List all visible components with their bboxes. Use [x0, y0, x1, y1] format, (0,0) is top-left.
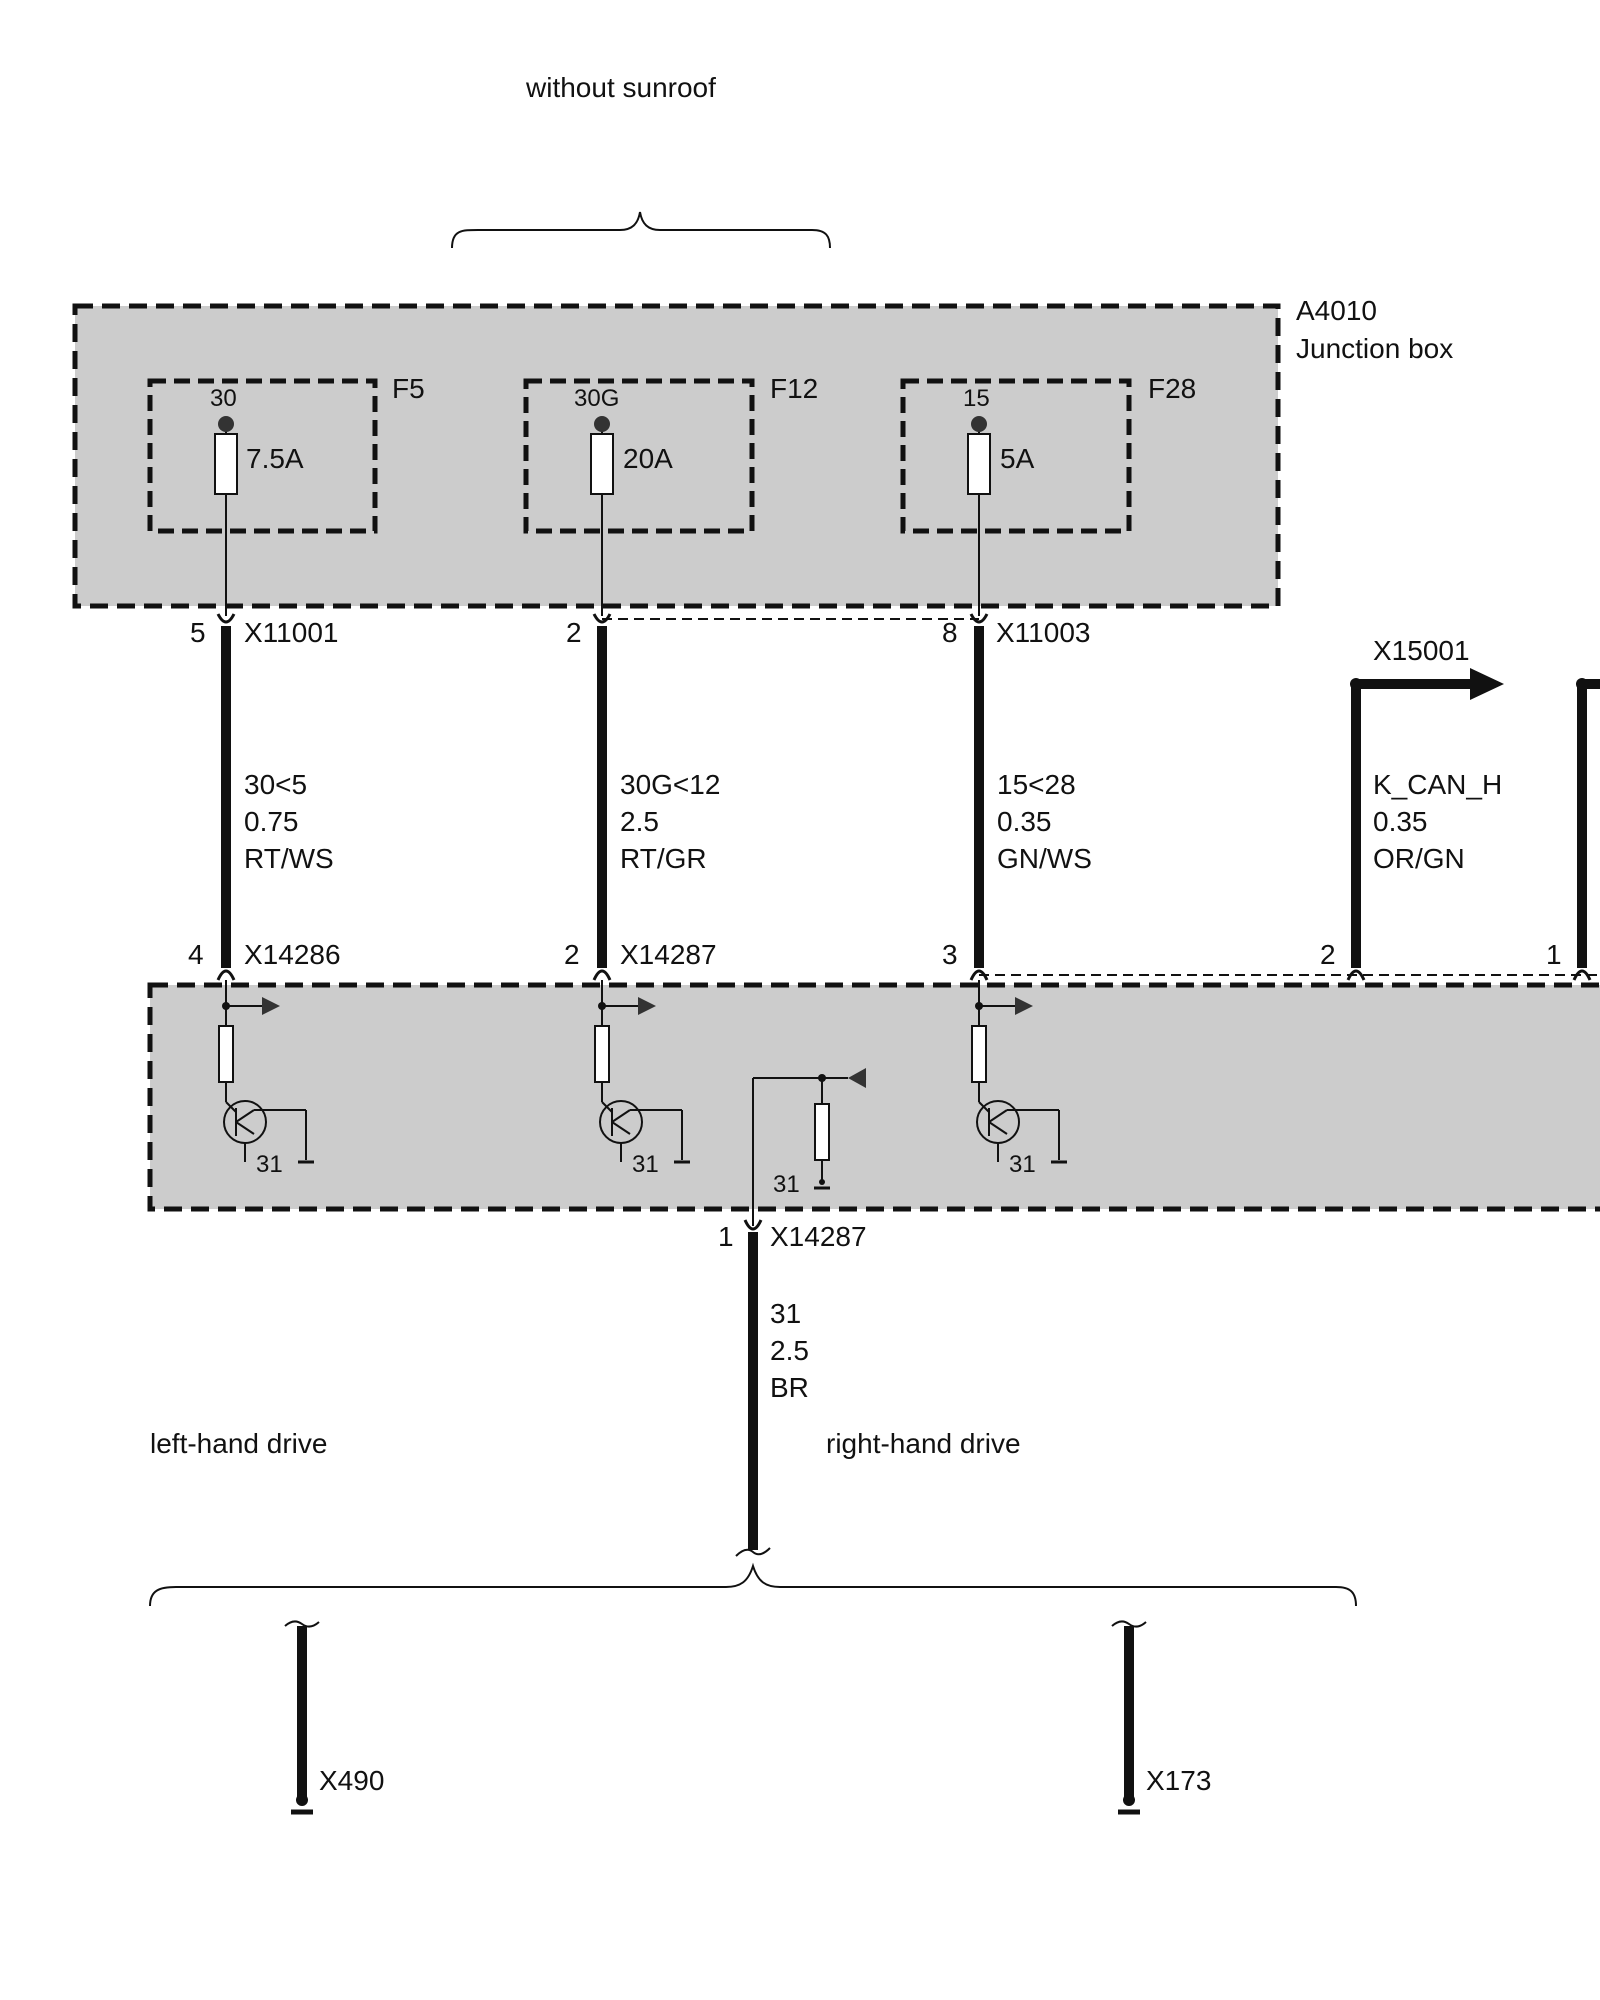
connector-pin: 1 [1546, 939, 1562, 970]
fuse-id: F5 [392, 373, 425, 404]
ground-resistor-circuit: 31 [752, 1068, 866, 1226]
variant-right-label: right-hand drive [826, 1428, 1021, 1459]
sunroof-brace [451, 211, 831, 249]
ground-point-left: X490 [284, 1620, 384, 1815]
connector-pin: 5 [190, 617, 206, 648]
wire-gauge: 0.75 [244, 806, 299, 837]
variant-left-label: left-hand drive [150, 1428, 327, 1459]
ground-label: 31 [773, 1171, 800, 1198]
connector-name: X11001 [244, 617, 338, 648]
connector-name: X14287 [620, 939, 717, 970]
connector-hook [743, 1219, 763, 1231]
wire-gauge: 0.35 [997, 806, 1052, 837]
fuse-terminal: 30G [574, 385, 619, 412]
connector-hook [969, 969, 989, 981]
ground-label: 31 [632, 1151, 659, 1178]
junction-box-id: A4010 [1296, 295, 1377, 326]
can-connector-label: X15001 [1373, 635, 1470, 666]
wire-signal: 30G<12 [620, 769, 720, 800]
connector-hook [592, 613, 612, 624]
driver-circuit: 31 [971, 980, 1067, 1178]
wire-gauge: 2.5 [770, 1335, 809, 1366]
variant-brace [149, 1562, 1357, 1607]
connector-hook [592, 969, 612, 981]
connector-hook [1572, 969, 1592, 981]
wire-label-30g: 30G<12 2.5 RT/GR [620, 769, 720, 874]
wire-label-15: 15<28 0.35 GN/WS [997, 769, 1092, 874]
wire-label-ground: 31 2.5 BR [770, 1298, 809, 1403]
connector-hook [1346, 969, 1366, 981]
connector-name: X14287 [770, 1221, 867, 1252]
driver-circuit: 31 [594, 980, 690, 1178]
connector-name: X11003 [996, 617, 1090, 648]
wire-label-30: 30<5 0.75 RT/WS [244, 769, 334, 874]
wire-color: BR [770, 1372, 809, 1403]
connector-hook [969, 613, 989, 624]
fuse-id: F12 [770, 373, 818, 404]
ground-point-label: X173 [1146, 1765, 1211, 1796]
wire-color: OR/GN [1373, 843, 1465, 874]
connector-pin: 8 [942, 617, 958, 648]
wire-signal: 15<28 [997, 769, 1076, 800]
wire-signal: 31 [770, 1298, 801, 1329]
wire-signal: K_CAN_H [1373, 769, 1502, 800]
wire-signal: 30<5 [244, 769, 307, 800]
junction-box [72, 303, 1281, 609]
fuse-terminal: 15 [963, 385, 990, 412]
junction-box-name: Junction box [1296, 333, 1453, 364]
connector-hook [216, 969, 236, 981]
fuse-f12: 30G 20A F12 [523, 373, 818, 616]
ground-point-right: X173 [1111, 1620, 1211, 1815]
wire-break [735, 1547, 771, 1557]
wire-label-k-can-h: K_CAN_H 0.35 OR/GN [1373, 769, 1502, 874]
wire-color: RT/WS [244, 843, 334, 874]
connector-pin: 2 [564, 939, 580, 970]
connector-pin: 3 [942, 939, 958, 970]
control-module [147, 982, 1600, 1212]
driver-circuit: 31 [218, 980, 314, 1178]
connector-name: X14286 [244, 939, 341, 970]
fuse-rating: 20A [623, 443, 673, 474]
fuse-id: F28 [1148, 373, 1196, 404]
connector-pin: 2 [566, 617, 582, 648]
sunroof-note: without sunroof [525, 72, 716, 103]
fuse-f5: 30 7.5A F5 [147, 373, 425, 616]
wire-gauge: 0.35 [1373, 806, 1428, 837]
can-arrow [1350, 668, 1600, 700]
fuse-f28: 15 5A F28 [900, 373, 1196, 616]
fuse-rating: 5A [1000, 443, 1035, 474]
fuse-rating: 7.5A [246, 443, 304, 474]
connector-hook [216, 613, 236, 624]
wire-color: RT/GR [620, 843, 707, 874]
ground-point-label: X490 [319, 1765, 384, 1796]
wire-gauge: 2.5 [620, 806, 659, 837]
connector-pin: 2 [1320, 939, 1336, 970]
wire-color: GN/WS [997, 843, 1092, 874]
fuse-terminal: 30 [210, 385, 237, 412]
connector-pin: 4 [188, 939, 204, 970]
connector-pin: 1 [718, 1221, 734, 1252]
ground-label: 31 [256, 1151, 283, 1178]
ground-label: 31 [1009, 1151, 1036, 1178]
